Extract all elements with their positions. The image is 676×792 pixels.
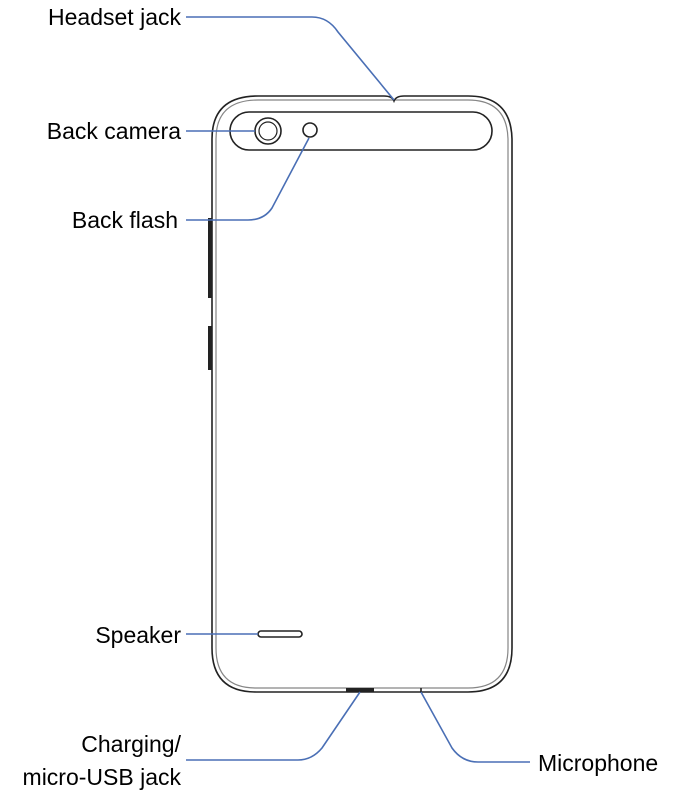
back-camera-lens-inner	[258, 121, 278, 141]
speaker-grille	[257, 630, 303, 638]
label-back-flash: Back flash	[72, 207, 178, 233]
power-button	[208, 326, 212, 370]
leader-microphone	[420, 691, 530, 763]
phone-inner-edge	[215, 99, 509, 689]
label-charging-line2: micro-USB jack	[23, 764, 182, 790]
leader-back-flash	[186, 137, 310, 221]
label-speaker: Speaker	[95, 622, 181, 648]
charging-port	[346, 688, 374, 692]
phone-body	[208, 95, 513, 693]
back-flash	[302, 122, 318, 138]
phone-outline	[211, 95, 513, 693]
leader-headset-jack	[186, 16, 395, 101]
label-charging-line1: Charging/	[81, 731, 181, 757]
label-microphone: Microphone	[538, 750, 658, 776]
leader-lines	[186, 16, 530, 763]
label-back-camera: Back camera	[47, 118, 181, 144]
leader-charging	[186, 691, 361, 761]
label-headset-jack: Headset jack	[48, 4, 181, 30]
callout-labels: Headset jack Back camera Back flash Spea…	[23, 4, 659, 790]
volume-button	[208, 218, 212, 298]
